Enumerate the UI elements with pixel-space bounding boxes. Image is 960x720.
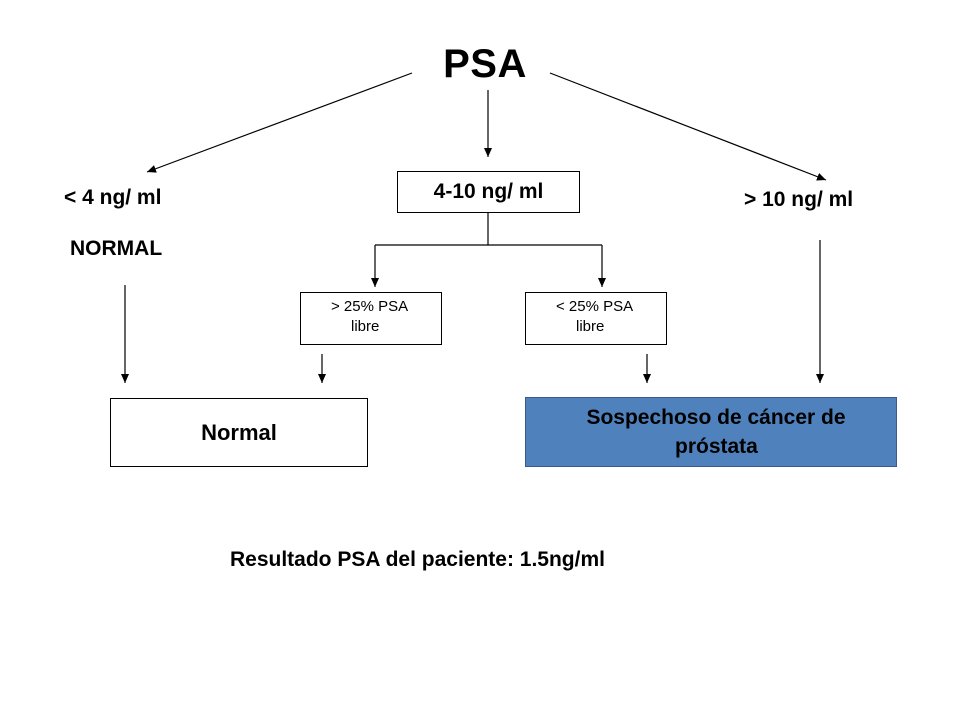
outcome-suspect-line2: próstata bbox=[675, 435, 758, 458]
low-free-psa-line2: libre bbox=[576, 318, 605, 335]
branch-middle-label: 4-10 ng/ ml bbox=[433, 180, 544, 203]
outcome-suspect-box: Sospechoso de cáncer de próstata bbox=[525, 397, 897, 467]
low-free-psa-line1: < 25% PSA bbox=[556, 298, 634, 315]
low-free-psa-box: < 25% PSA libre bbox=[525, 292, 667, 345]
outcome-normal-box: Normal bbox=[110, 398, 368, 467]
arrow-psa-to-high bbox=[549, 72, 827, 181]
outcome-suspect-line1: Sospechoso de cáncer de bbox=[586, 406, 846, 429]
patient-result: Resultado PSA del paciente: 1.5ng/ml bbox=[230, 548, 605, 571]
branch-low-note: NORMAL bbox=[70, 237, 163, 260]
outcome-normal-label: Normal bbox=[201, 419, 277, 445]
branch-high-label: > 10 ng/ ml bbox=[744, 188, 854, 211]
high-free-psa-line1: > 25% PSA bbox=[331, 298, 409, 315]
diagram-title: PSA bbox=[443, 42, 527, 86]
high-free-psa-line2: libre bbox=[351, 318, 380, 335]
branch-middle-box: 4-10 ng/ ml bbox=[397, 171, 580, 213]
arrow-psa-to-low bbox=[146, 72, 413, 173]
high-free-psa-box: > 25% PSA libre bbox=[300, 292, 442, 345]
branch-low-label: < 4 ng/ ml bbox=[64, 186, 162, 209]
